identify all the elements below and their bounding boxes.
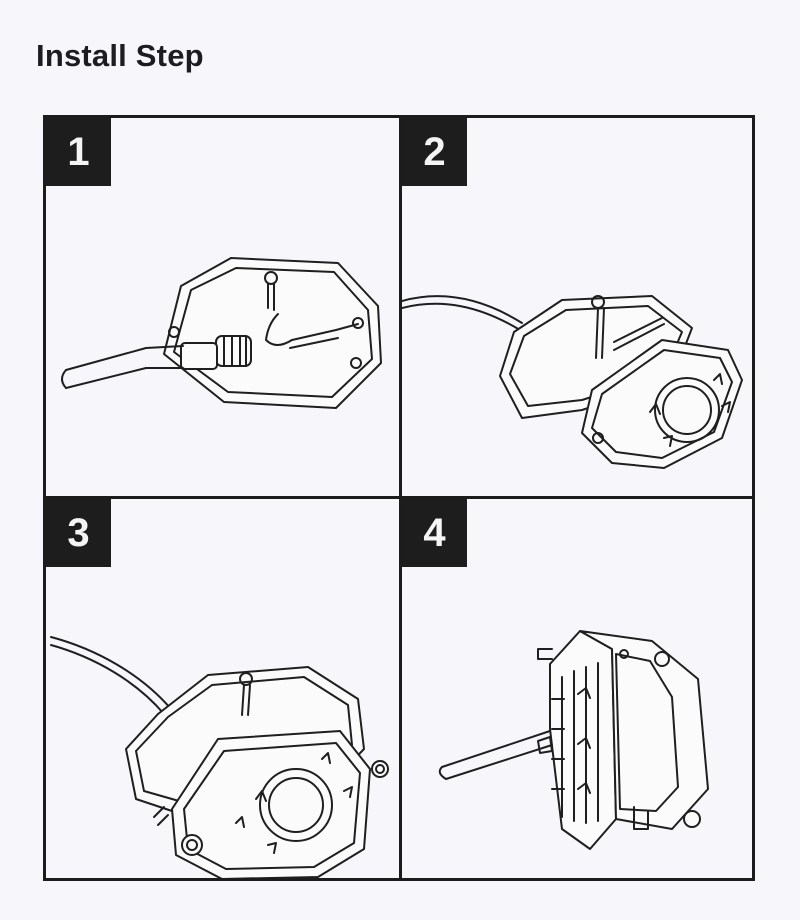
connect-cable-to-mount-plate-illustration (61, 257, 382, 409)
step-number-badge: 1 (46, 118, 111, 186)
step-number-badge: 3 (46, 499, 111, 567)
step-panel-3: 3 (46, 499, 402, 878)
step-panel-2: 2 (402, 118, 752, 499)
step-number-badge: 4 (402, 499, 467, 567)
attach-light-to-plate-illustration (402, 295, 743, 469)
secure-light-with-screws-illustration (50, 636, 389, 878)
assembled-light-side-view-illustration (438, 630, 709, 850)
install-steps-grid: 1 2 (43, 115, 755, 881)
step-panel-4: 4 (402, 499, 752, 878)
step-number-badge: 2 (402, 118, 467, 186)
page-title: Install Step (36, 38, 204, 73)
step-panel-1: 1 (46, 118, 402, 499)
